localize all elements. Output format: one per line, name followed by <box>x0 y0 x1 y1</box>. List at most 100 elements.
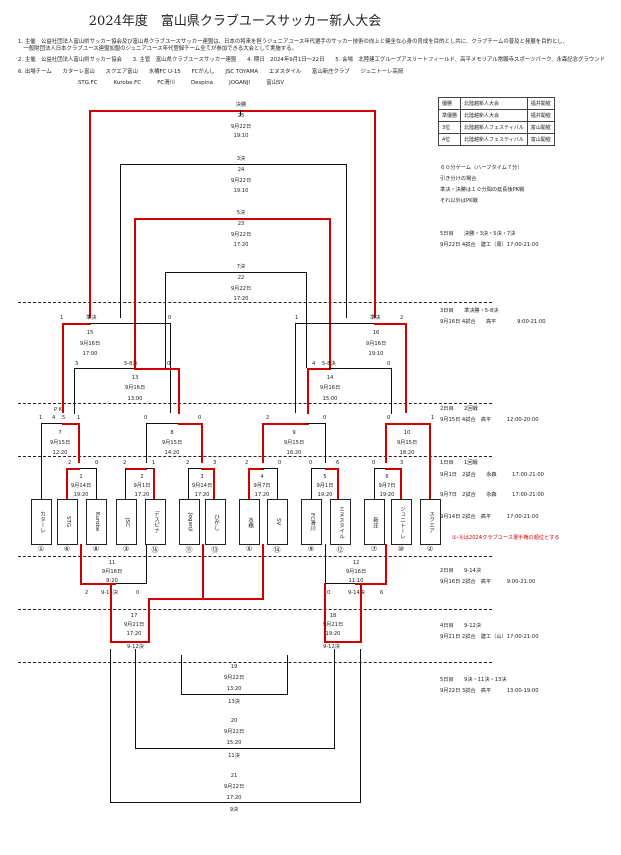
bracket-line <box>277 468 278 499</box>
score: 2 <box>400 315 404 321</box>
bracket-line <box>146 423 147 463</box>
bracket-line <box>120 164 347 165</box>
match-number: 2 <box>140 474 144 480</box>
match-number: 18 <box>329 613 337 619</box>
match-number: 9 <box>292 430 296 436</box>
score: 0 <box>387 361 391 367</box>
bracket-line <box>134 218 331 220</box>
match-time: 14:20 <box>164 450 180 456</box>
score: 0 <box>387 415 391 421</box>
pk-label: P K <box>54 407 63 413</box>
round-label: 9-12決 <box>127 644 144 650</box>
bracket-line <box>295 323 376 324</box>
bracket-line <box>165 272 166 368</box>
match-time: 13:20 <box>226 686 242 692</box>
match-time: 11:10 <box>348 578 364 584</box>
bracket-line <box>148 598 150 643</box>
schedule-day5b: 9月22日 4試合 建工（周）17:00-21:00 <box>440 242 539 248</box>
round-label: 9-12決 <box>323 644 340 650</box>
bracket-line <box>311 468 326 469</box>
bracket-line <box>240 110 241 116</box>
match-number: 22 <box>237 275 245 281</box>
match-date: 9月22日 <box>230 232 252 238</box>
match-time: 19:10 <box>233 188 249 194</box>
bracket-line <box>360 649 361 802</box>
bracket-line <box>66 468 68 499</box>
third-label: 3決 <box>236 156 246 162</box>
schedule-day1d: 9月14日 2試合 高平 17:00-21:00 <box>440 514 539 520</box>
bracket-line <box>385 544 387 584</box>
match-time: 17:20 <box>126 631 142 637</box>
score: 1 <box>60 315 64 321</box>
round-label: 5-8決 <box>322 361 336 367</box>
match-date: 9月22日 <box>230 178 252 184</box>
result-row: 準優勝北陸越新人大会福井開催 <box>437 109 555 122</box>
match-date: 9月14日 <box>191 483 213 489</box>
bracket-line <box>374 110 376 318</box>
bracket-line <box>181 694 288 695</box>
score: 0 <box>309 460 313 466</box>
match-date: 9月15日 <box>396 440 418 446</box>
bracket-line <box>110 649 111 802</box>
bracket-line <box>374 468 386 469</box>
bracket-line <box>201 423 203 463</box>
match-time: 17:20 <box>254 492 270 498</box>
match-time: 17:20 <box>233 242 249 248</box>
bracket-line <box>385 468 402 470</box>
match-date: 9月22日 <box>230 124 252 130</box>
semi-label: 準決 <box>86 315 97 321</box>
bracket-line <box>74 368 75 414</box>
score: 1 <box>39 415 43 421</box>
divider <box>18 403 492 404</box>
match-time: 19:20 <box>317 492 333 498</box>
bracket-line <box>324 641 362 643</box>
bracket-line <box>153 468 155 499</box>
score: 0 <box>323 415 327 421</box>
bracket-line <box>188 468 189 499</box>
match-date: 9月1日 <box>133 483 151 489</box>
match-number: 14 <box>326 375 334 381</box>
seed-number: ⑤ <box>245 545 253 553</box>
bracket-line <box>262 423 264 463</box>
bracket-line <box>135 748 335 749</box>
score: 0 <box>278 460 282 466</box>
match-date: 9月1日 <box>316 483 334 489</box>
team-box: 新庄 <box>364 499 385 545</box>
bracket-line <box>41 423 64 424</box>
score: 1 <box>77 415 81 421</box>
bracket-line <box>307 368 309 414</box>
info-host2: 一般財団法人日本クラブユース連盟加盟のジュニアユース年代登録チーム全てが参加でき… <box>18 46 297 52</box>
match-number: 6 <box>385 474 389 480</box>
bracket-line <box>62 323 64 413</box>
bracket-line <box>89 110 376 112</box>
schedule-day5sb: 9月22日 3試合 高平 13:00-19:00 <box>440 688 539 694</box>
match-date: 9月16日 <box>365 341 387 347</box>
match-number: 21 <box>230 773 238 779</box>
match-number: 23 <box>237 221 245 227</box>
rule-3: 準決・決勝は１０分間の延長後PK戦 <box>440 187 525 193</box>
match-time: 15:00 <box>322 396 338 402</box>
bracket-line <box>188 468 202 469</box>
score: 0 <box>144 415 148 421</box>
bracket-line <box>429 423 431 499</box>
score: 2 <box>266 415 270 421</box>
match-number: 20 <box>230 718 238 724</box>
result-row: 3位北陸越新人フェスティバル富山開催 <box>437 121 555 134</box>
seed-number: ⑯ <box>151 546 159 554</box>
bracket-line <box>391 368 392 414</box>
match-number: 16 <box>372 330 380 336</box>
bracket-line <box>287 655 288 695</box>
schedule-day2: 2日目 2回戦 <box>440 406 478 412</box>
bracket-line <box>178 368 180 414</box>
bracket-line <box>116 583 147 584</box>
rule-2: 引き分けの場合 <box>440 176 477 182</box>
match-date: 9月16日 <box>124 385 146 391</box>
match-time: 17:20 <box>226 795 242 801</box>
score: 6 <box>380 590 384 596</box>
bracket-line <box>74 368 136 369</box>
bracket-line <box>134 218 136 368</box>
team-box: スクエア <box>420 499 441 545</box>
bracket-line <box>165 272 307 273</box>
match-date: 9月22日 <box>223 784 245 790</box>
round-label: 9-14決 <box>101 590 118 597</box>
